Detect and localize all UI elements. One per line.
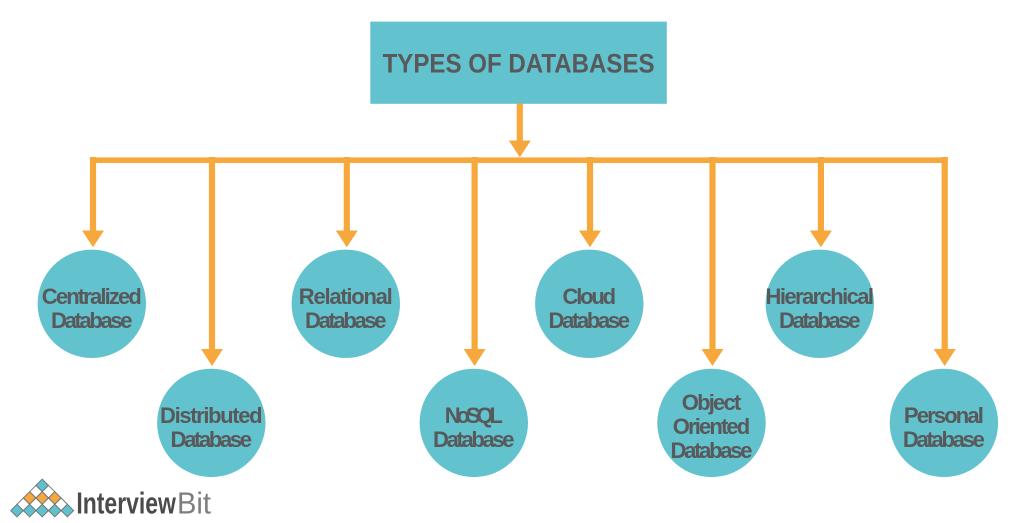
svg-text:Hierarchical: Hierarchical (766, 284, 875, 309)
svg-text:Database: Database (433, 427, 515, 452)
svg-text:Personal: Personal (904, 403, 984, 428)
svg-text:Centralized: Centralized (42, 284, 142, 309)
svg-text:Interview: Interview (76, 485, 176, 520)
svg-text:Object: Object (682, 390, 742, 415)
svg-text:NoSQL: NoSQL (445, 403, 503, 428)
svg-text:Distributed: Distributed (160, 403, 262, 428)
svg-text:Bit: Bit (177, 485, 211, 520)
svg-text:TYPES OF DATABASES: TYPES OF DATABASES (383, 49, 655, 79)
svg-text:Cloud: Cloud (563, 284, 617, 309)
svg-text:Database: Database (779, 308, 861, 333)
svg-text:Database: Database (671, 438, 753, 463)
svg-text:Oriented: Oriented (673, 414, 751, 439)
svg-text:Database: Database (903, 427, 985, 452)
svg-text:Database: Database (171, 427, 252, 452)
svg-text:Database: Database (549, 308, 631, 333)
svg-text:Database: Database (51, 308, 133, 333)
svg-text:Database: Database (305, 308, 387, 333)
svg-text:Relational: Relational (299, 284, 393, 309)
